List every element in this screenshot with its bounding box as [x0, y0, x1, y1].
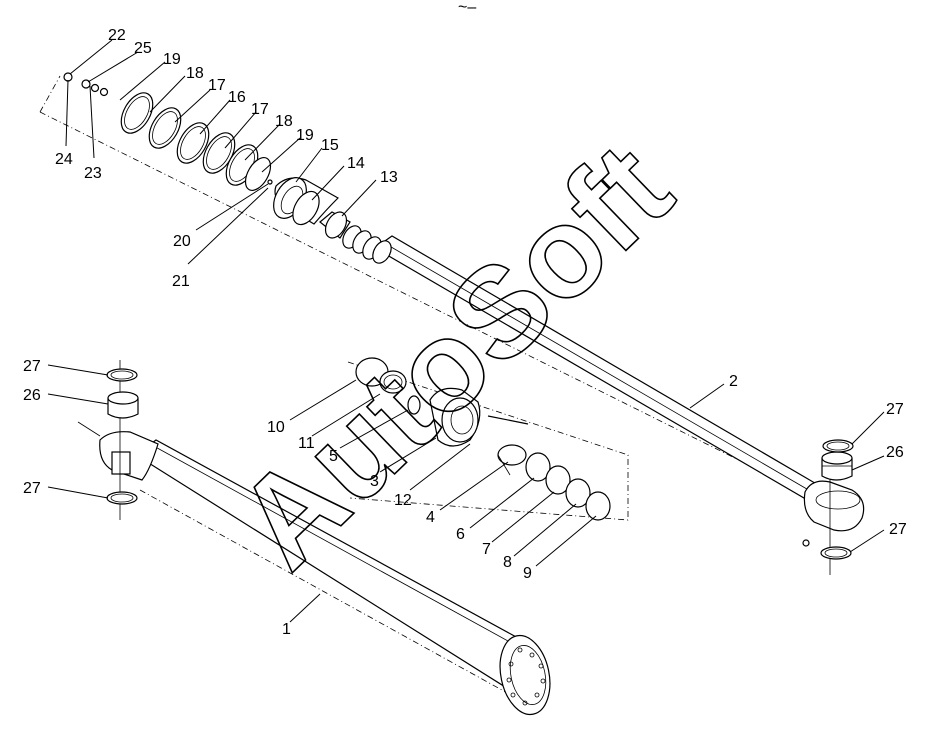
head-bolt-holes [506, 647, 546, 706]
callout-8: 8 [503, 554, 512, 571]
rod-thread [342, 225, 392, 264]
head-bolt [487, 415, 529, 425]
callout-21: 21 [172, 273, 190, 290]
callout-18: 18 [275, 113, 293, 130]
callout-20: 20 [173, 233, 191, 250]
callout-2: 2 [729, 373, 738, 390]
tube-bushing [107, 391, 139, 419]
callout-6: 6 [456, 526, 465, 543]
callout-27: 27 [886, 401, 904, 418]
rod-bushing [821, 451, 853, 481]
callout-5: 5 [329, 448, 338, 465]
part-callouts: 22 25 19 18 17 16 17 18 19 15 14 13 24 2… [23, 27, 907, 638]
callout-26: 26 [23, 387, 41, 404]
callout-11: 11 [298, 435, 315, 452]
cylinder-head [429, 387, 481, 447]
tube-clevis [77, 360, 159, 520]
set-screw-parts [63, 72, 273, 185]
callout-18: 18 [186, 65, 204, 82]
callout-26: 26 [886, 444, 904, 461]
callout-1: 1 [282, 621, 291, 638]
rod-eye [802, 468, 865, 575]
callout-17: 17 [251, 101, 269, 118]
callout-10: 10 [267, 419, 285, 436]
callout-13: 13 [380, 169, 398, 186]
callout-15: 15 [321, 137, 339, 154]
callout-23: 23 [84, 165, 102, 182]
callout-19: 19 [163, 51, 181, 68]
cylinder-tube-assembly [77, 360, 551, 716]
callout-24: 24 [55, 151, 73, 168]
callout-3: 3 [370, 473, 379, 490]
callout-7: 7 [482, 541, 491, 558]
callout-27: 27 [889, 521, 907, 538]
callout-27: 27 [23, 480, 41, 497]
callout-12: 12 [394, 492, 412, 509]
callout-4: 4 [426, 509, 435, 526]
callout-19: 19 [296, 127, 314, 144]
callout-25: 25 [134, 40, 152, 57]
callout-22: 22 [108, 27, 126, 44]
piston-rod-assembly [39, 72, 865, 575]
callout-9: 9 [523, 565, 532, 582]
top-mark: ~– [458, 0, 476, 16]
callout-16: 16 [228, 89, 246, 106]
leader-lines [47, 39, 885, 623]
callout-14: 14 [347, 155, 365, 172]
callout-17: 17 [208, 77, 226, 94]
callout-27: 27 [23, 358, 41, 375]
cylinder-head-group [347, 357, 629, 521]
